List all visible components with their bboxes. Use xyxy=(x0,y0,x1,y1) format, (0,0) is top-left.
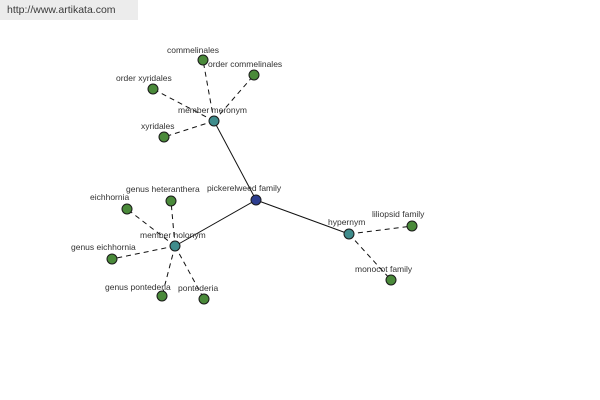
leaf-node-genus-heteranthera[interactable] xyxy=(165,195,177,207)
edge-hypernym-liliopsid-family xyxy=(348,225,413,235)
leaf-label-monocot-family[interactable]: monocot family xyxy=(355,264,413,274)
relation-label-hypernym[interactable]: hypernym xyxy=(328,217,365,227)
leaf-label-order-commelinales[interactable]: order commelinales xyxy=(208,59,282,69)
leaf-node-order-commelinales[interactable] xyxy=(248,69,260,81)
relation-node-member-holonym[interactable] xyxy=(169,240,181,252)
leaf-node-commelinales[interactable] xyxy=(197,54,209,66)
graph-labels: commelinales order commelinales order xyri… xyxy=(71,45,425,293)
leaf-label-genus-eichhornia[interactable]: genus eichhornia xyxy=(71,242,136,252)
root-node[interactable] xyxy=(250,194,262,206)
leaf-node-liliopsid-family[interactable] xyxy=(406,220,418,232)
relation-node-hypernym[interactable] xyxy=(343,228,355,240)
edge-root-hypernym xyxy=(255,199,350,235)
leaf-node-eichhornia[interactable] xyxy=(121,203,133,215)
leaf-node-pontederia[interactable] xyxy=(198,293,210,305)
edge-member-holonym-genus-eichhornia xyxy=(111,245,176,260)
root-label[interactable]: pickerelweed family xyxy=(207,183,282,193)
relation-node-member-meronym[interactable] xyxy=(208,115,220,127)
edge-member-meronym-commelinales xyxy=(202,59,215,122)
leaf-label-eichhornia[interactable]: eichhornia xyxy=(90,192,129,202)
leaf-node-xyridales[interactable] xyxy=(158,131,170,143)
leaf-node-monocot-family[interactable] xyxy=(385,274,397,286)
leaf-label-order-xyridales[interactable]: order xyridales xyxy=(116,73,172,83)
edge-member-holonym-eichhornia xyxy=(126,208,176,247)
relation-label-member-meronym[interactable]: member meronym xyxy=(178,105,247,115)
edge-member-meronym-order-xyridales xyxy=(152,88,215,122)
edge-member-holonym-pontederia xyxy=(174,245,205,300)
edge-member-meronym-order-commelinales xyxy=(213,74,255,122)
leaf-label-commelinales[interactable]: commelinales xyxy=(167,45,219,55)
url-bar: http://www.artikata.com xyxy=(0,0,138,20)
leaf-node-genus-pontederia[interactable] xyxy=(156,290,168,302)
site-url-link[interactable]: http://www.artikata.com xyxy=(7,4,116,16)
leaf-node-genus-eichhornia[interactable] xyxy=(106,253,118,265)
edge-member-holonym-genus-heteranthera xyxy=(170,200,176,247)
leaf-label-genus-pontederia[interactable]: genus pontederia xyxy=(105,282,171,292)
leaf-label-liliopsid-family[interactable]: liliopsid family xyxy=(372,209,425,219)
leaf-label-genus-heteranthera[interactable]: genus heteranthera xyxy=(126,184,200,194)
leaf-label-pontederia[interactable]: pontederia xyxy=(178,283,218,293)
graph-edges xyxy=(111,59,413,300)
leaf-node-order-xyridales[interactable] xyxy=(147,83,159,95)
edge-hypernym-monocot-family xyxy=(348,233,392,281)
edge-root-member-meronym xyxy=(213,120,257,201)
edge-root-member-holonym xyxy=(174,199,257,247)
graph-nodes xyxy=(106,54,418,305)
leaf-label-xyridales[interactable]: xyridales xyxy=(141,121,175,131)
relation-label-member-holonym[interactable]: member holonym xyxy=(140,230,206,240)
